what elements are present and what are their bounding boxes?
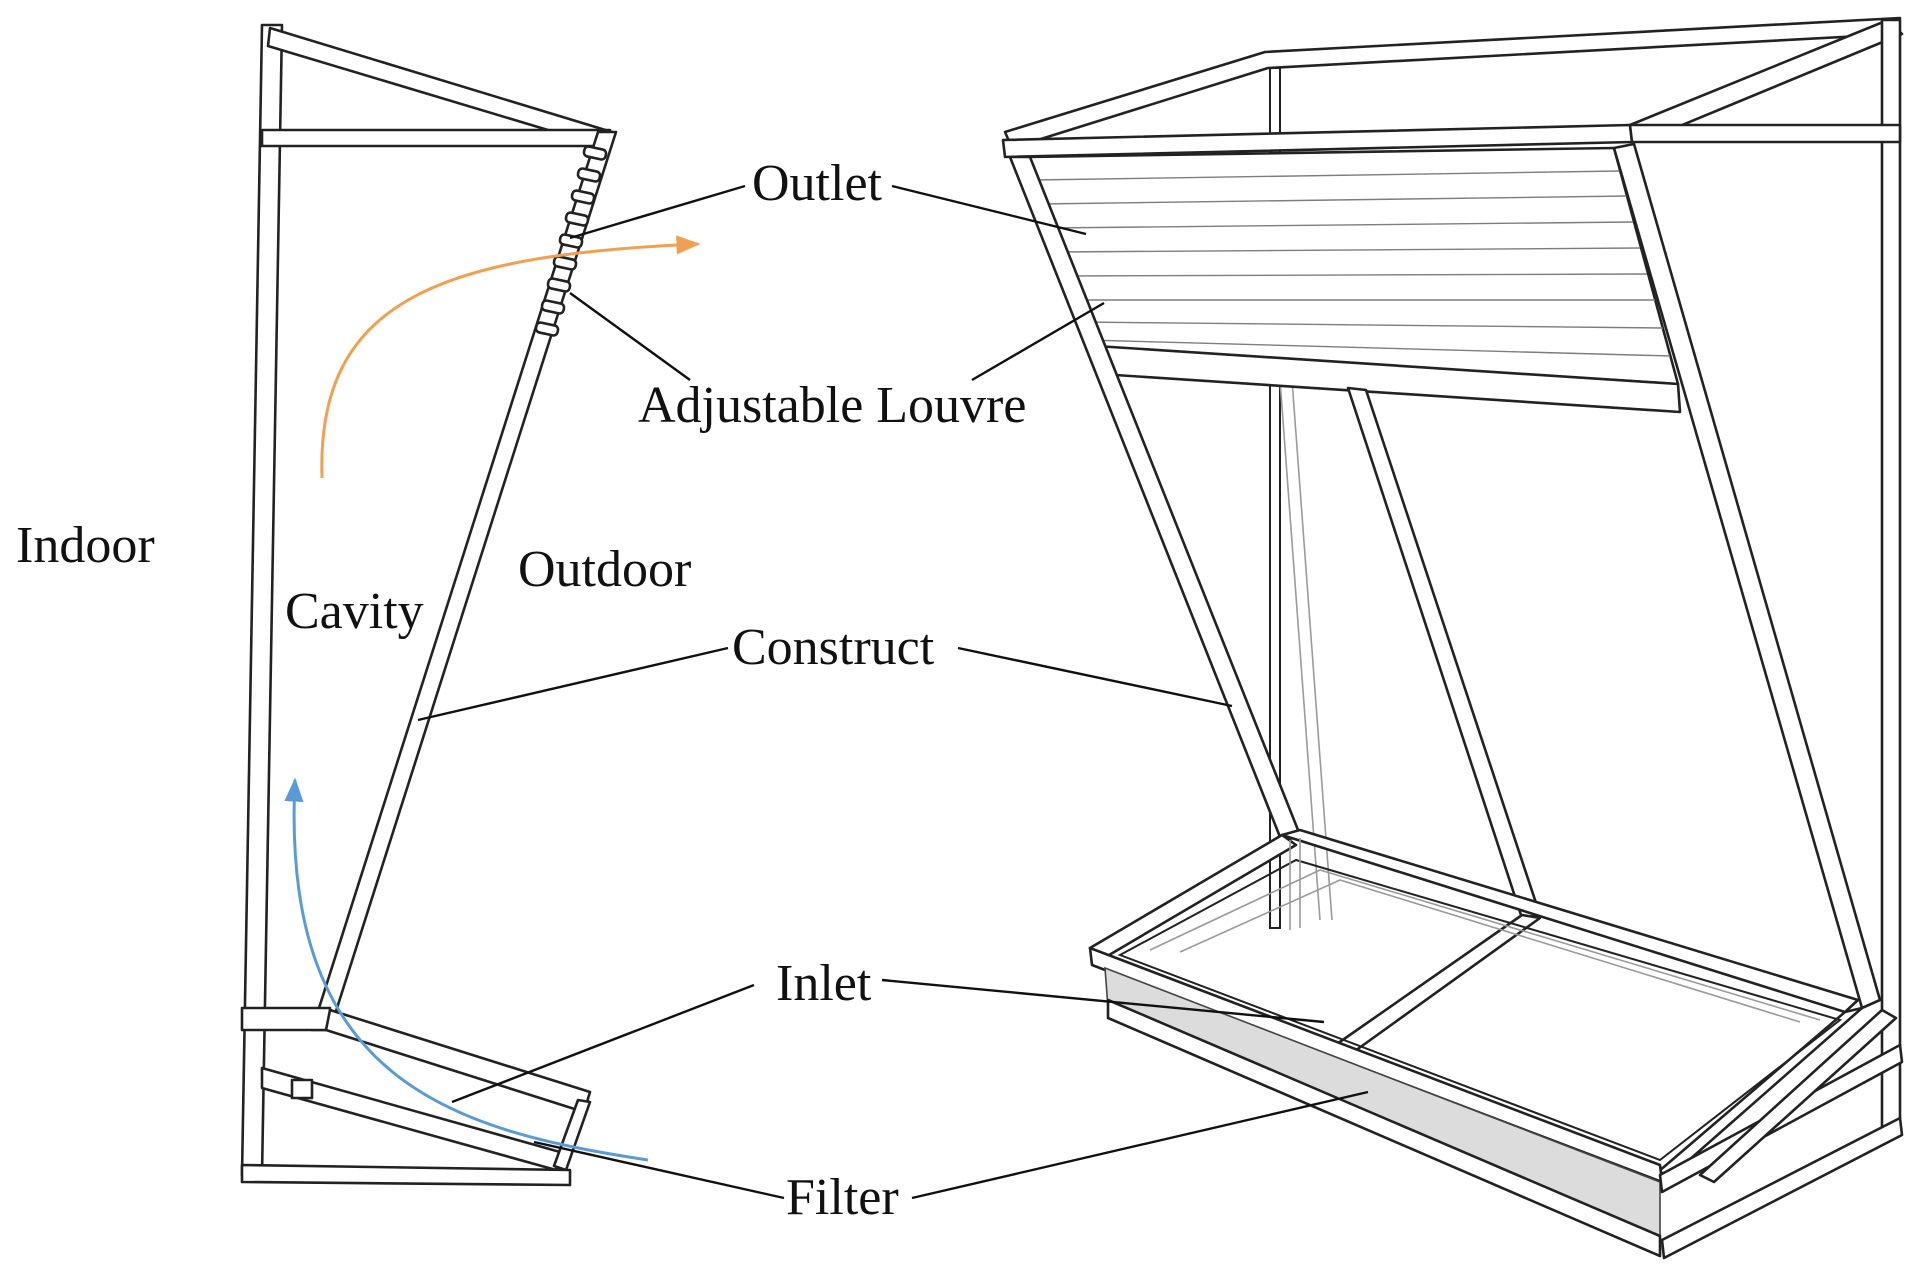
tray-top-back xyxy=(1280,828,1860,1014)
side-support-lower xyxy=(1660,1116,1904,1260)
louvre-slats xyxy=(1033,170,1671,357)
right-top-beam xyxy=(1628,123,1902,144)
top-beam xyxy=(260,128,612,148)
front-post-middle xyxy=(1346,386,1542,920)
perspective-view xyxy=(1001,16,1904,1260)
filter-leader-left xyxy=(533,1140,785,1200)
tray-cross xyxy=(1332,913,1542,1058)
outdoor-label: Outdoor xyxy=(518,541,691,598)
louvre-leader-right xyxy=(971,301,1105,382)
inlet-label: Inlet xyxy=(776,955,872,1012)
back-post-left xyxy=(1269,67,1281,929)
construct-leader-left xyxy=(417,646,729,722)
back-post-right xyxy=(1880,18,1902,1132)
cool-airflow-arrow xyxy=(284,777,649,1162)
tray-bottom-edge xyxy=(1106,998,1662,1258)
tray-front-edge xyxy=(1088,946,1664,1184)
side-support-diagonal xyxy=(1698,1008,1898,1184)
louvre-blades-section xyxy=(534,145,608,337)
front-post-right xyxy=(1612,142,1882,1010)
leader-lines xyxy=(417,184,1369,1200)
filter-leader-right xyxy=(911,1090,1369,1200)
base-plate xyxy=(240,1163,572,1187)
construct-leader-right xyxy=(957,646,1233,708)
indoor-wall xyxy=(240,23,284,1177)
outlet-leader-right xyxy=(891,184,1087,236)
tray-inner xyxy=(1117,858,1843,1162)
outlet-leader-left xyxy=(569,184,746,240)
filter-label: Filter xyxy=(786,1169,899,1226)
adjustable-louvre-label: Adjustable Louvre xyxy=(638,377,1026,434)
construct-label: Construct xyxy=(732,619,935,676)
bottom-box xyxy=(240,1006,332,1032)
indoor-label: Indoor xyxy=(16,517,155,574)
inlet-block xyxy=(290,1078,314,1100)
filter-end xyxy=(552,1098,592,1172)
inlet-leader-right xyxy=(881,978,1325,1024)
outlet-label: Outlet xyxy=(752,155,883,212)
section-view xyxy=(240,23,701,1187)
cavity-label: Cavity xyxy=(285,583,424,640)
inlet-leader-left xyxy=(451,983,755,1104)
warm-airflow-arrow xyxy=(320,235,701,479)
louvre-leader-left xyxy=(569,292,691,381)
